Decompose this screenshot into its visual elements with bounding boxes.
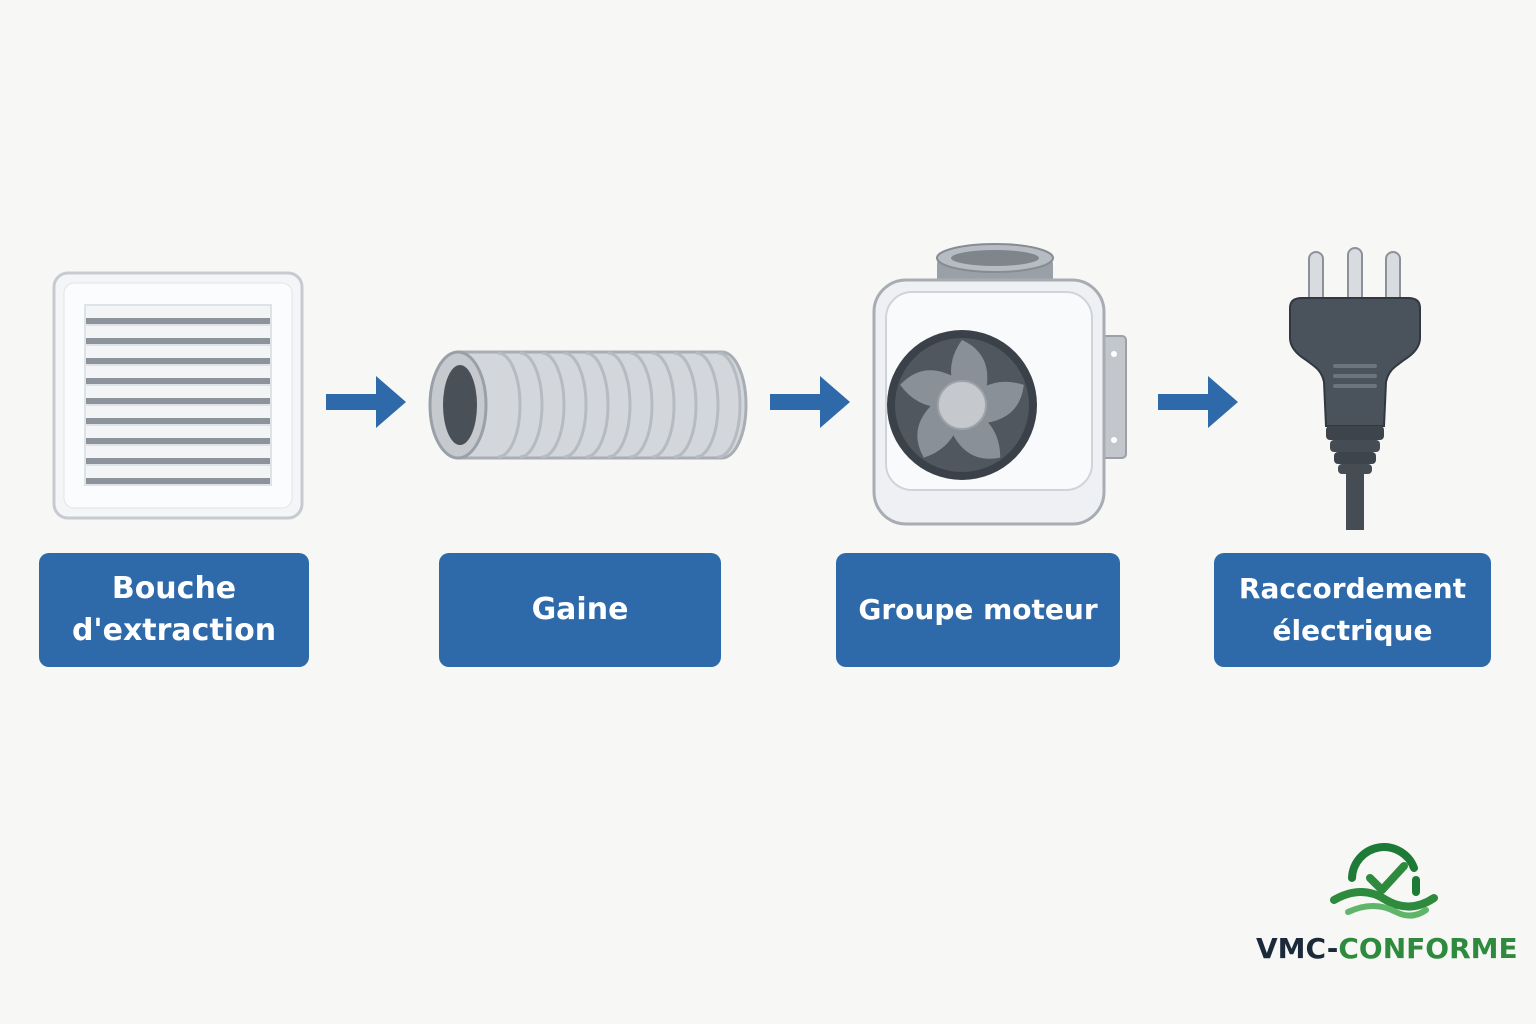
label-line: Groupe moteur [858,593,1098,626]
checkmark-wave-logo-icon [1330,843,1438,919]
brand-part1: VMC [1256,932,1327,965]
brand-separator: - [1326,932,1339,965]
brand-logo-text: VMC-CONFORME [1256,932,1518,965]
label-line: d'extraction [71,613,277,648]
label-gaine: Gaine [439,553,721,667]
fan-motor-unit-icon [872,243,1127,526]
label-line: Raccordement [1238,572,1467,605]
flow-arrow-1 [326,376,406,428]
brand-part2: CONFORME [1338,932,1518,965]
label-groupe-moteur: Groupe moteur [836,553,1120,667]
label-bouche-extraction: Bouche d'extraction [39,553,309,667]
electric-plug-icon [1289,247,1421,530]
flow-arrow-2 [770,376,850,428]
label-raccordement-electrique: Raccordement électrique [1214,553,1491,667]
flexible-duct-icon [428,350,748,460]
ventilation-grille-icon [52,271,304,520]
label-line: Bouche [111,571,237,606]
label-line: Gaine [531,592,629,627]
label-line: électrique [1272,614,1433,647]
flow-arrow-3 [1158,376,1238,428]
